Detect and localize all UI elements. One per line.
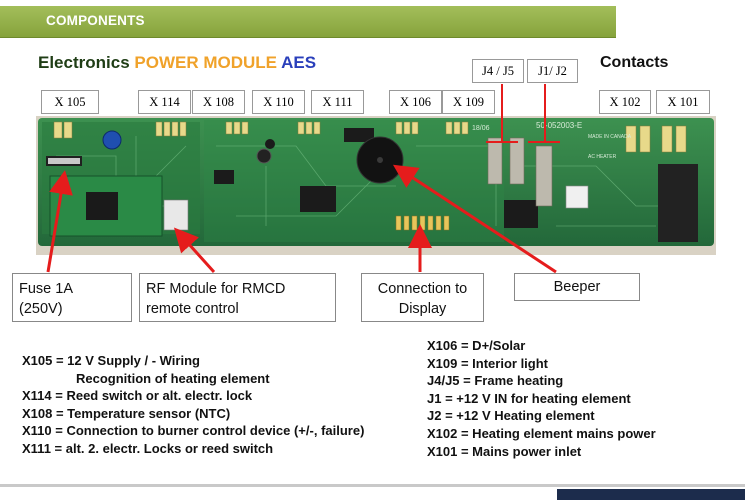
section-title: COMPONENTS	[46, 13, 145, 28]
display-connector-pads	[395, 215, 450, 231]
legend-left: X105 = 12 V Supply / - Wiring Recognitio…	[22, 352, 364, 458]
legend-left-x111: X111 = alt. 2. electr. Locks or reed swi…	[22, 440, 274, 456]
legend-right-x102: X102 = Heating element mains power	[427, 425, 656, 441]
label-x111: X 111	[311, 90, 364, 114]
label-x102: X 102	[599, 90, 651, 114]
connector-row-top	[53, 121, 687, 153]
legend-left-x110: X110 = Connection to burner control devi…	[22, 423, 365, 439]
callout-fuse: Fuse 1A (250V)	[12, 273, 132, 322]
label-x114: X 114	[138, 90, 191, 114]
pcb-board-illustration: 18/06 50-052003-E MADE IN CANADA AC HEAT…	[36, 116, 716, 255]
callout-fuse-line2: (250V)	[19, 301, 63, 317]
legend-right-j4j5: J4/J5 = Frame heating	[427, 373, 564, 389]
callout-rf-line1: RF Module for RMCD	[146, 281, 286, 297]
callout-rf-line2: remote control	[146, 301, 239, 317]
callout-fuse-line1: Fuse 1A	[19, 281, 73, 297]
contacts-title: Contacts	[600, 54, 669, 71]
label-x105: X 105	[41, 90, 99, 114]
legend-left-x105: X105 = 12 V Supply / - Wiring	[22, 353, 200, 368]
legend-right-j1: J1 = +12 V IN for heating element	[427, 390, 631, 406]
callout-beeper: Beeper	[514, 273, 640, 301]
title-power-module: POWER MODULE	[134, 53, 277, 72]
footer-brand-bar	[557, 489, 745, 500]
callout-display-connection: Connection to Display	[361, 273, 484, 322]
legend-right-x106: X106 = D+/Solar	[427, 338, 526, 353]
label-j4-j5: J4 / J5	[472, 59, 524, 83]
callout-beeper-line1: Beeper	[553, 279, 601, 295]
callout-rf-module: RF Module for RMCD remote control	[139, 273, 336, 322]
section-header-bar	[0, 6, 616, 38]
label-x109: X 109	[442, 90, 495, 114]
legend-right-x101: X101 = Mains power inlet	[427, 443, 582, 459]
label-j1-j2: J1/ J2	[527, 59, 578, 83]
pcb-code-1: 18/06	[472, 125, 490, 132]
fuse-component	[46, 156, 82, 166]
pcb-ac-heater: AC HEATER	[588, 154, 617, 160]
callout-display-line2: Display	[398, 301, 447, 317]
legend-left-x114: X114 = Reed switch or alt. electr. lock	[22, 388, 253, 404]
buzzer	[356, 136, 404, 184]
pcb-made-in: MADE IN CANADA	[588, 134, 632, 140]
callout-display-line1: Connection to	[377, 281, 468, 297]
title-aes: AES	[281, 53, 317, 72]
legend-right-x109: X109 = Interior light	[427, 355, 549, 371]
slide-title: Electronics POWER MODULE AES	[38, 53, 316, 73]
legend-right-j2: J2 = +12 V Heating element	[427, 408, 595, 424]
legend-left-x108: X108 = Temperature sensor (NTC)	[22, 405, 231, 421]
label-x110: X 110	[252, 90, 305, 114]
legend-right: X106 = D+/Solar X109 = Interior light J4…	[427, 337, 656, 460]
rf-module	[49, 175, 189, 237]
label-x106: X 106	[389, 90, 442, 114]
footer-divider	[0, 484, 745, 487]
capacitors	[102, 130, 275, 164]
label-x101: X 101	[656, 90, 710, 114]
pcb-code-2: 50-052003-E	[536, 121, 582, 130]
label-x108: X 108	[192, 90, 245, 114]
title-electronics: Electronics	[38, 53, 130, 72]
legend-left-x105-cont: Recognition of heating element	[76, 370, 270, 386]
